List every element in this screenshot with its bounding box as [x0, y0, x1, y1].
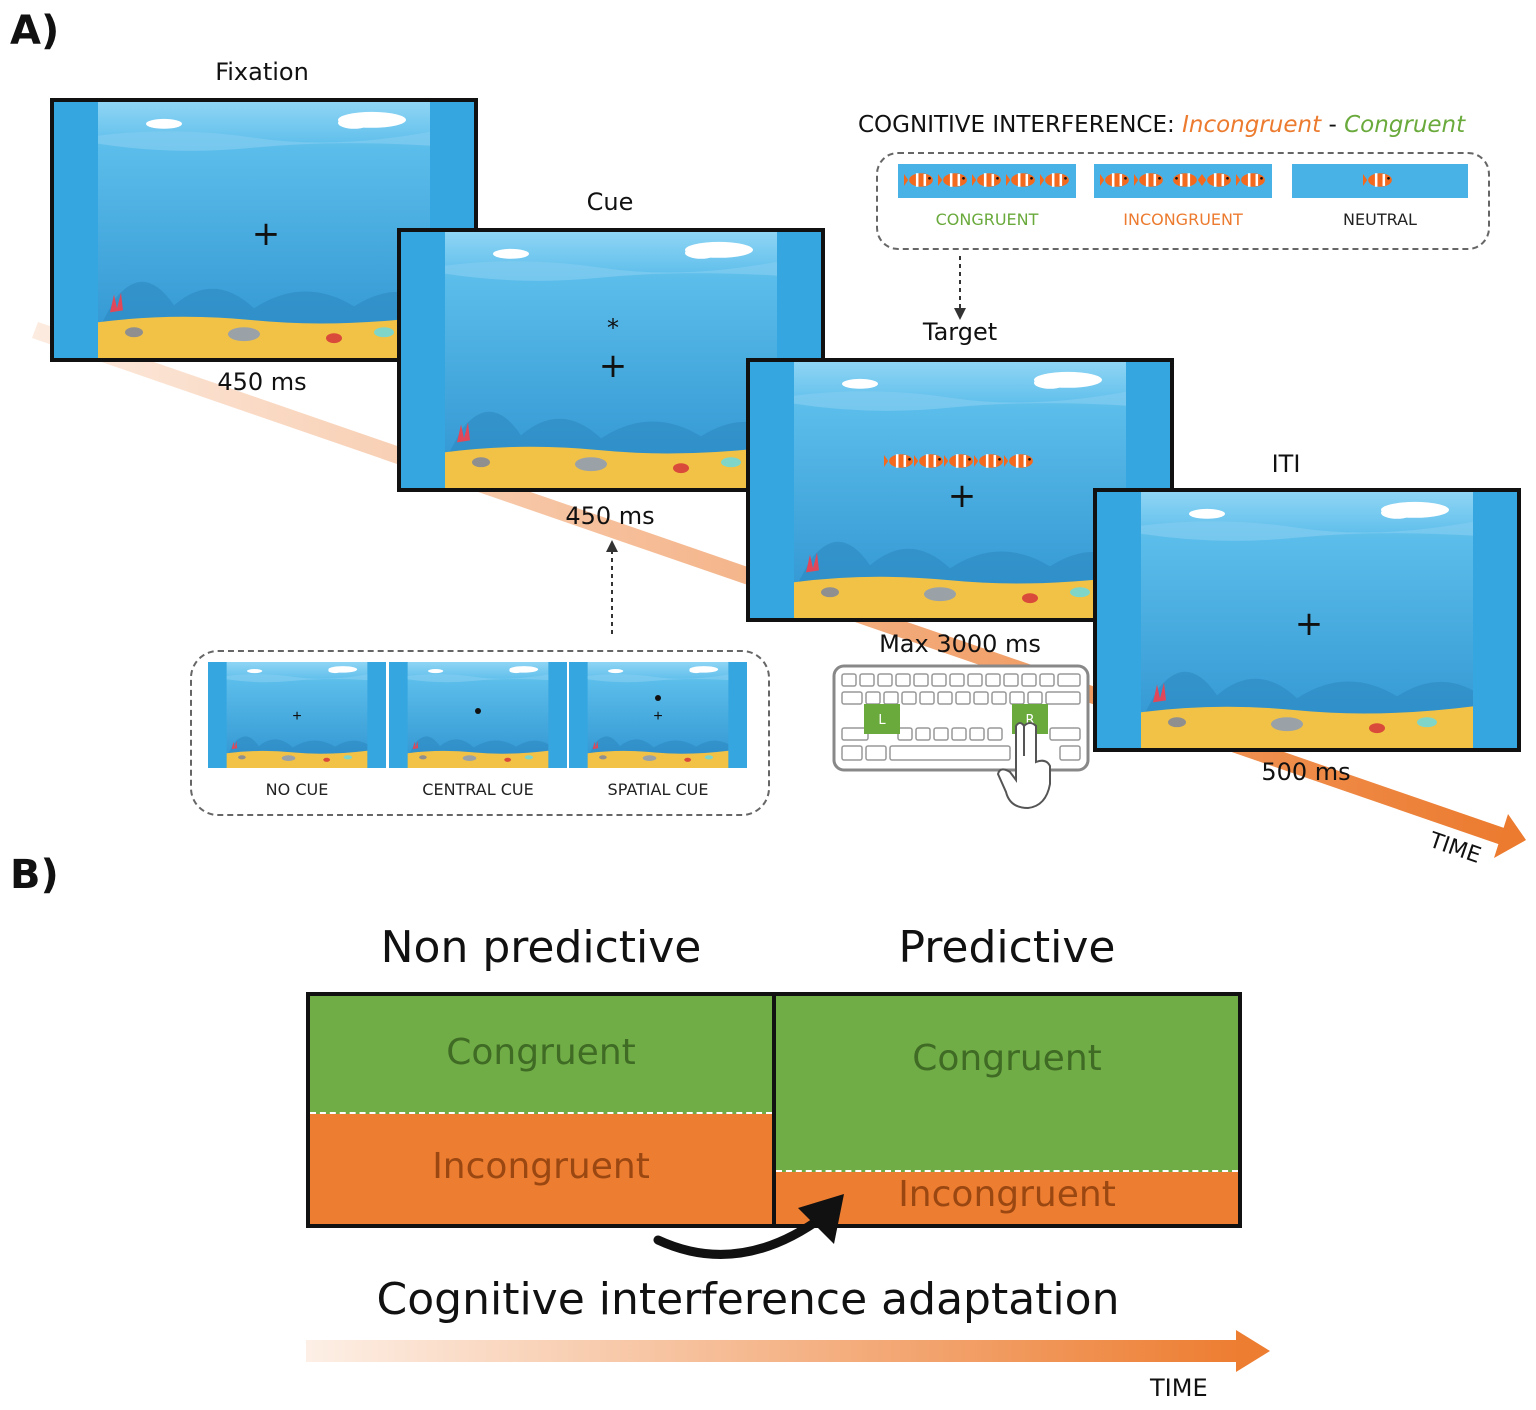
svg-text:+: + — [599, 346, 628, 386]
svg-text:+: + — [252, 214, 281, 254]
cue-types-arrow — [606, 540, 618, 638]
neutral-strip — [1292, 164, 1468, 198]
svg-text:+: + — [948, 476, 977, 516]
p-congruent-label: Congruent — [912, 1038, 1102, 1079]
ci-congruent-term: Congruent — [1344, 112, 1466, 138]
panel-a-label: A) — [10, 8, 60, 54]
non-predictive-box: Congruent Incongruent — [306, 992, 776, 1228]
fixation-duration: 450 ms — [217, 368, 307, 396]
iti-duration: 500 ms — [1261, 758, 1351, 786]
np-congruent-label: Congruent — [446, 1032, 636, 1073]
no-cue-caption: NO CUE — [265, 780, 329, 799]
cue-duration: 450 ms — [565, 502, 655, 530]
column-non-predictive: Non predictive — [380, 922, 702, 973]
cognitive-interference-heading: COGNITIVE INTERFERENCE: Incongruent - Co… — [858, 112, 1528, 138]
right-key-label: R — [1025, 713, 1034, 728]
spatial-cue-caption: SPATIAL CUE — [607, 780, 709, 799]
p-congruent-region: Congruent — [776, 996, 1238, 1172]
incongruent-caption: INCONGRUENT — [1123, 210, 1243, 229]
iti-title: ITI — [1271, 450, 1301, 478]
spatial-cue-thumb: + — [569, 662, 747, 768]
adaptation-label: Cognitive interference adaptation — [376, 1274, 1120, 1325]
np-incongruent-region: Incongruent — [310, 1114, 772, 1224]
congruent-caption: CONGRUENT — [935, 210, 1039, 229]
svg-text:+: + — [653, 708, 662, 725]
interference-conditions-box — [876, 152, 1490, 250]
svg-text:+: + — [292, 708, 301, 725]
incongruent-strip — [1094, 164, 1272, 198]
interference-arrow — [954, 256, 966, 320]
keyboard-illustration: L R — [832, 664, 1090, 814]
fixation-title: Fixation — [215, 58, 309, 86]
ci-dash: - — [1328, 112, 1337, 138]
central-cue-thumb — [389, 662, 567, 768]
cue-types-box — [190, 650, 770, 816]
np-congruent-region: Congruent — [310, 996, 772, 1114]
congruent-strip — [898, 164, 1076, 198]
svg-text:+: + — [1295, 604, 1324, 644]
target-title: Target — [922, 318, 998, 346]
svg-text:*: * — [607, 314, 619, 342]
time-arrow-b — [306, 1330, 1270, 1372]
ci-prefix: COGNITIVE INTERFERENCE: — [858, 112, 1175, 138]
np-incongruent-label: Incongruent — [432, 1146, 650, 1187]
p-incongruent-label: Incongruent — [898, 1174, 1116, 1215]
no-cue-thumb: + — [208, 662, 386, 768]
predictive-box: Congruent Incongruent — [772, 992, 1242, 1228]
column-predictive: Predictive — [898, 922, 1116, 973]
p-incongruent-region: Incongruent — [776, 1172, 1238, 1224]
target-duration: Max 3000 ms — [879, 630, 1041, 658]
cue-title: Cue — [586, 188, 634, 216]
central-cue-caption: CENTRAL CUE — [422, 780, 534, 799]
time-label-b: TIME — [1150, 1374, 1208, 1402]
neutral-caption: NEUTRAL — [1343, 210, 1417, 229]
iti-screen: + — [1093, 488, 1521, 752]
left-key-label: L — [878, 713, 886, 728]
ci-incongruent-term: Incongruent — [1182, 112, 1322, 138]
panel-b-label: B) — [10, 852, 59, 898]
adaptation-arrow — [653, 1194, 844, 1259]
